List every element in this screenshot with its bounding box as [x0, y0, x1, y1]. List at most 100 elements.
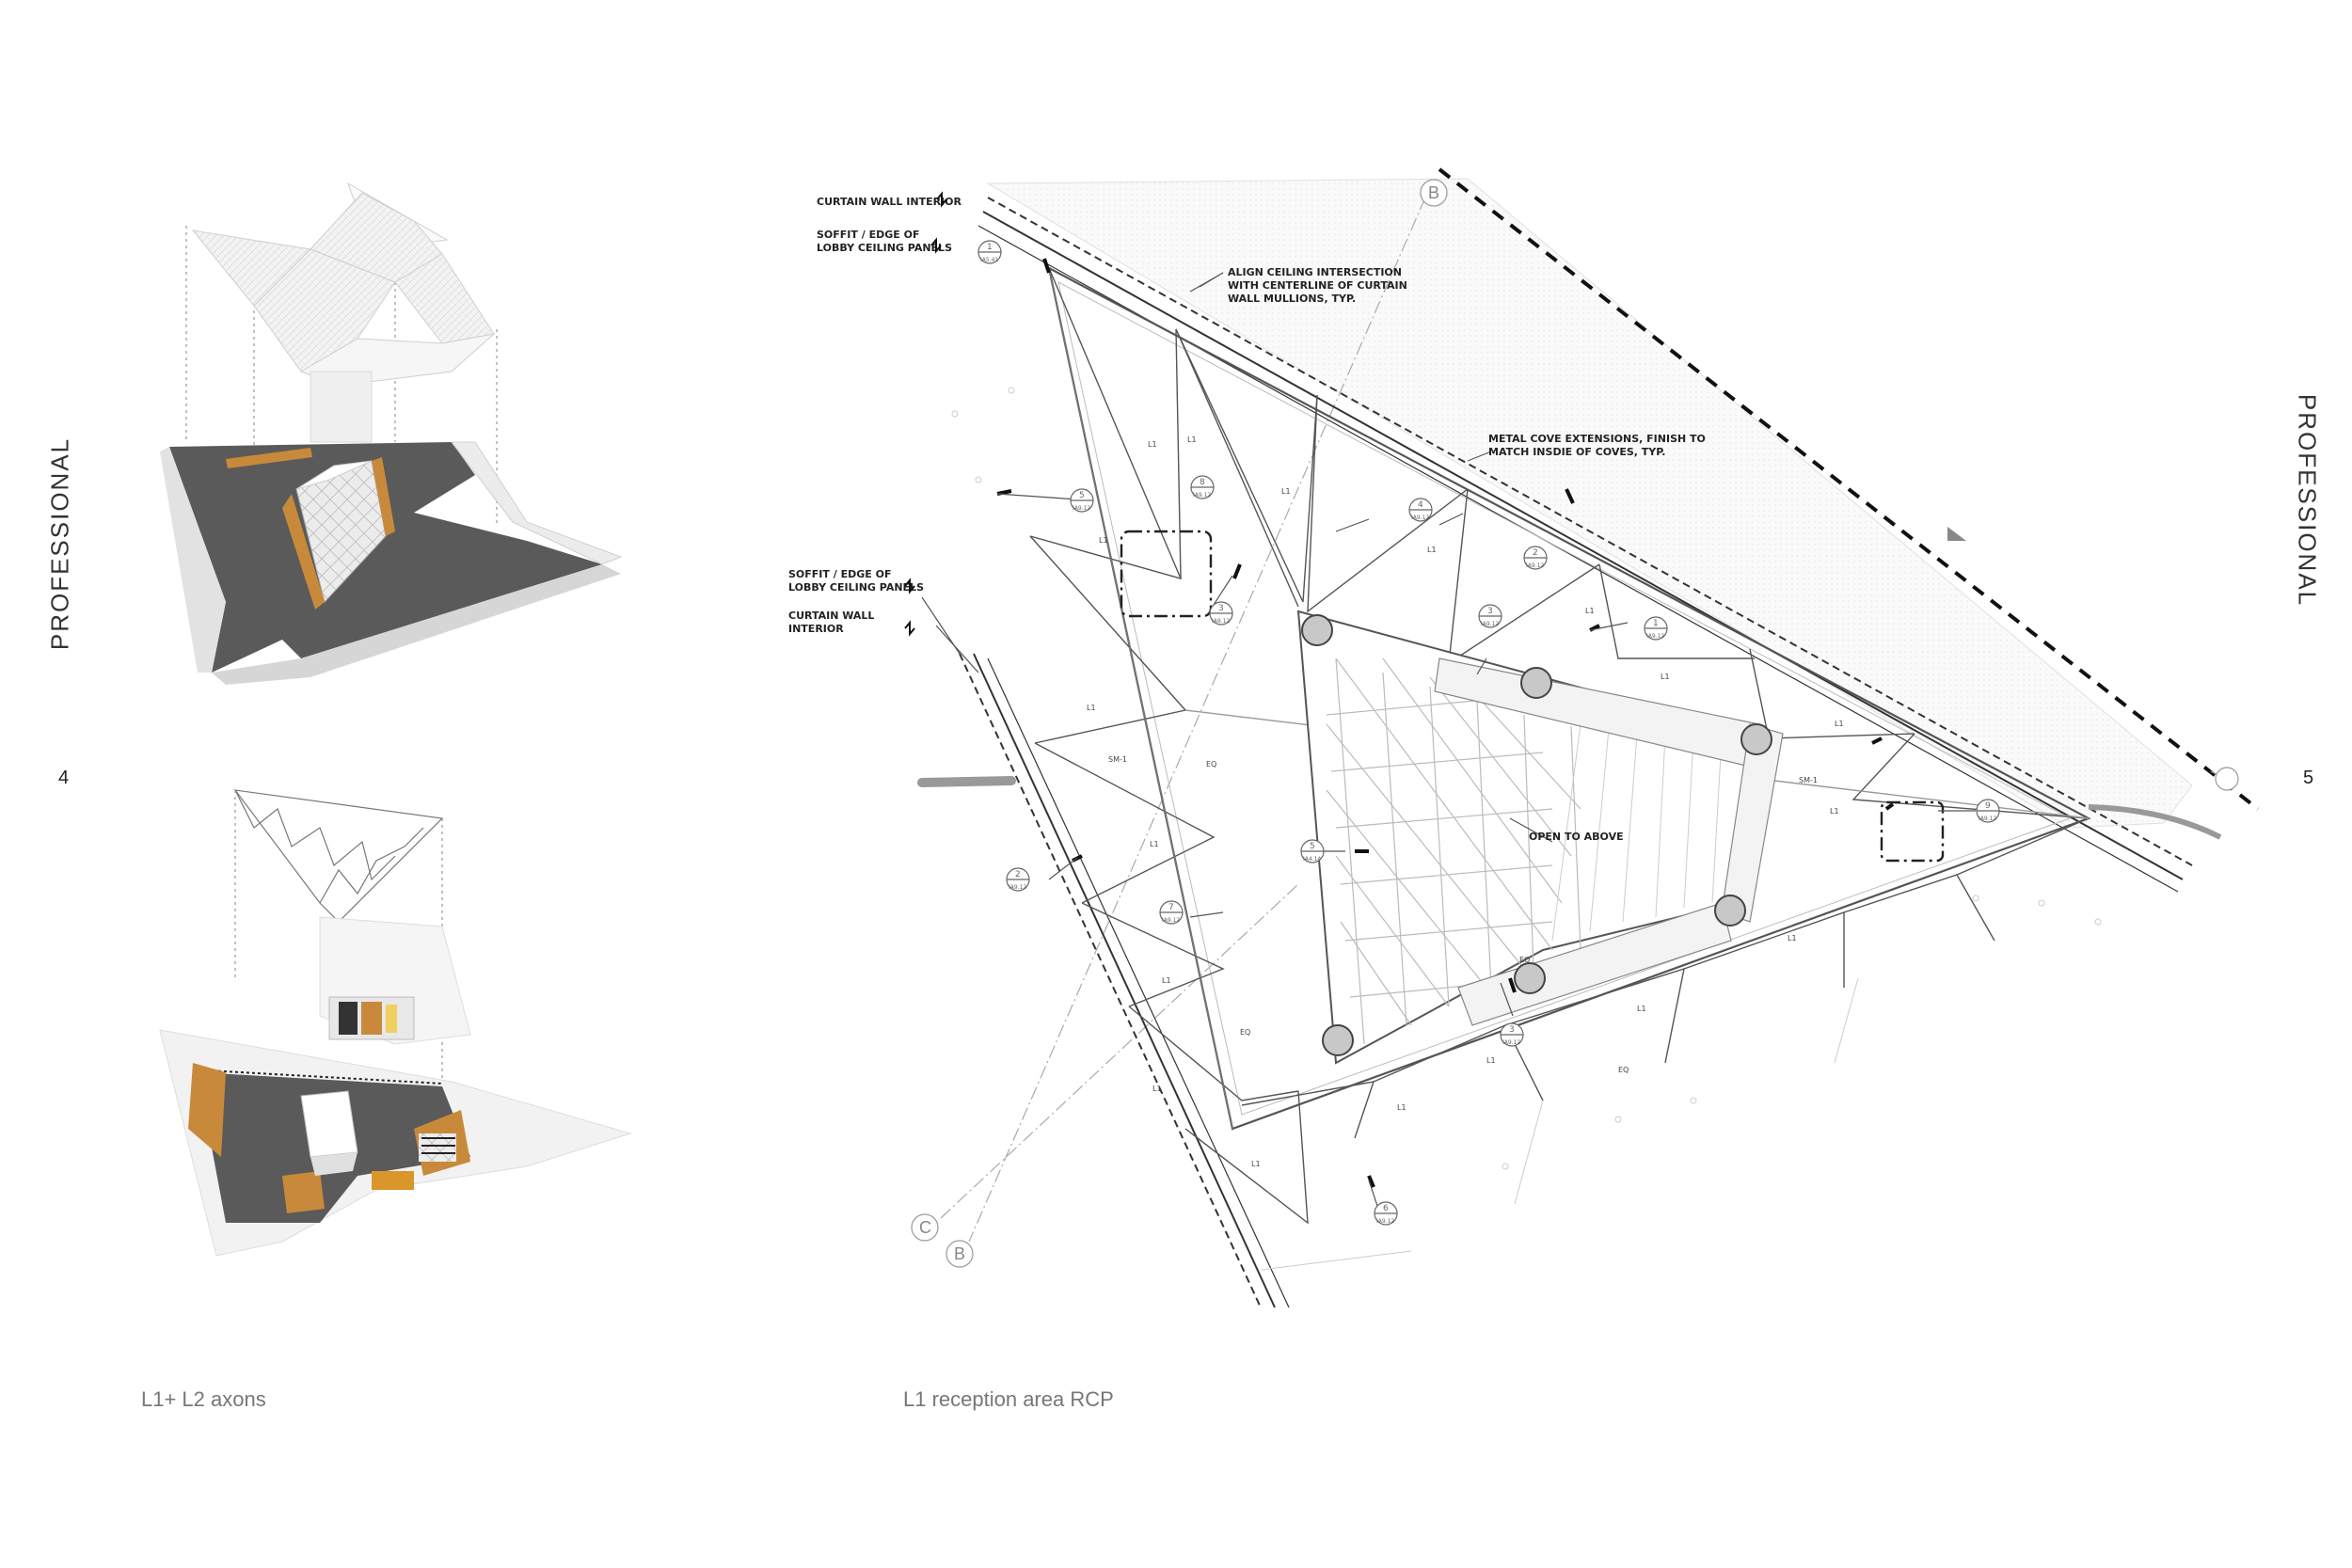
left-caption: L1+ L2 axons [141, 1387, 266, 1411]
grid-label-b-bottom: B [954, 1244, 965, 1263]
callout-12-num: 3 [1509, 1025, 1515, 1035]
callout-7 [1478, 604, 1502, 628]
callout-8-ref: IA9.12 [1646, 633, 1664, 640]
tag-l1-q: L1 [1637, 1005, 1646, 1013]
tag-sm1-a: SM-1 [1108, 755, 1127, 764]
note-soffit-top-2: LOBBY CEILING PANELS [817, 242, 952, 254]
callout-11-ref: IA9.12 [1162, 917, 1180, 924]
callout-7-num: 3 [1487, 607, 1493, 616]
right-caption: L1 reception area RCP [903, 1387, 1114, 1411]
left-page-number: 4 [58, 768, 70, 788]
tag-l1-o: L1 [1397, 1103, 1406, 1112]
note-soffit-left-1: SOFFIT / EDGE OF [788, 568, 891, 580]
callout-1 [977, 240, 1002, 264]
callout-9-ref: IA4.14 [1303, 856, 1321, 863]
callout-4-num: 3 [1218, 604, 1224, 613]
tag-l1-d: L1 [1281, 487, 1291, 496]
grid-label-b-top: B [1428, 183, 1439, 202]
dashed-limit-line [1438, 167, 2260, 811]
tag-sm1-b: SM-1 [1799, 776, 1818, 784]
tag-l1-p: L1 [1486, 1056, 1496, 1065]
callout-2 [1070, 488, 1094, 513]
callout-10-ref: IA9.12 [1009, 884, 1026, 891]
ledge-right [2088, 804, 2222, 840]
callout-6-ref: IA9.12 [1526, 562, 1544, 569]
callout-6-num: 2 [1533, 548, 1538, 558]
tag-l1-b: L1 [1187, 436, 1197, 444]
callout-4-ref: IA9.12 [1212, 618, 1230, 625]
exterior-marks [951, 387, 2102, 1271]
tag-l1-g: L1 [1661, 673, 1670, 681]
callout-14-ref: IA9.12 [1979, 816, 1996, 822]
callout-14 [1976, 799, 2000, 823]
tag-l1-c: L1 [1099, 536, 1108, 545]
callout-9-num: 5 [1310, 842, 1315, 851]
tag-l1-l: L1 [1162, 976, 1171, 985]
stair-treads [1551, 723, 1723, 942]
callout-7-ref: IA9.12 [1481, 621, 1499, 627]
tag-l1-r: L1 [1788, 934, 1797, 942]
callout-1-num: 1 [987, 243, 993, 252]
tag-eq-a: EQ [1206, 760, 1216, 768]
axon-bottom [159, 789, 632, 1257]
callout-13-ref: IA9.12 [1376, 1218, 1394, 1225]
callout-5-ref: IA9.12 [1411, 515, 1429, 521]
tag-l1-j: L1 [1087, 704, 1096, 712]
tag-l1-f: L1 [1585, 607, 1595, 615]
callout-5-num: 4 [1418, 500, 1423, 510]
callout-9 [1300, 839, 1325, 863]
callout-2-num: 5 [1079, 491, 1085, 500]
callout-14-num: 9 [1985, 801, 1991, 811]
callout-3 [1190, 475, 1215, 499]
note-open-to-above: OPEN TO ABOVE [1529, 831, 1624, 843]
right-page-number: 5 [2303, 768, 2314, 788]
break-symbols [904, 191, 947, 637]
grid-bubble-c-bottom: C [911, 1213, 939, 1242]
callout-6 [1523, 546, 1548, 570]
axon-top [160, 182, 623, 685]
note-align-1: ALIGN CEILING INTERSECTION [1228, 266, 1402, 278]
tag-l1-e: L1 [1427, 546, 1437, 554]
panel-tags: L1 L1 L1 L1 L1 L1 L1 L1 L1 L1 L1 L1 L1 L… [1087, 436, 1844, 1168]
tag-eq-c: EQ [1519, 956, 1530, 964]
note-curtain-left-1: CURTAIN WALL [788, 610, 874, 622]
note-soffit-left-2: LOBBY CEILING PANELS [788, 581, 924, 594]
callout-10-num: 2 [1015, 870, 1021, 879]
curtain-wall-left [959, 653, 1290, 1308]
grid-bubble-b-bottom: B [946, 1240, 974, 1268]
note-soffit-top-1: SOFFIT / EDGE OF [817, 229, 919, 241]
callout-bubbles [977, 240, 2000, 1226]
tag-l1-k: L1 [1150, 840, 1159, 848]
note-curtain-left-2: INTERIOR [788, 623, 844, 635]
note-curtain-wall-top: CURTAIN WALL INTERIOR [817, 196, 962, 208]
callout-11 [1159, 900, 1184, 925]
north-arrow-icon [1947, 527, 1966, 541]
callout-2-ref: IA9.12 [1073, 505, 1090, 512]
callout-8-num: 1 [1653, 619, 1659, 628]
callout-5 [1408, 498, 1433, 522]
tag-eq-d: EQ [1618, 1066, 1629, 1074]
tag-l1-n: L1 [1251, 1160, 1261, 1168]
note-cove-2: MATCH INSDIE OF COVES, TYP. [1488, 446, 1665, 458]
callout-3-num: 8 [1200, 478, 1205, 487]
callout-1-ref: IA5.41 [980, 257, 998, 263]
detail-boxes [1120, 530, 1945, 863]
roof-band [986, 178, 2193, 829]
grid-bubble-b-top: B [1420, 179, 1448, 207]
tag-l1-i: L1 [1830, 807, 1839, 816]
ledge-left [917, 776, 1016, 787]
note-align-2: WITH CENTERLINE OF CURTAIN [1228, 279, 1407, 292]
beam-bands [1434, 657, 1784, 1026]
callout-13 [1374, 1201, 1398, 1226]
callout-texts: 1 IA5.41 5 IA9.12 8 IA9.12 3 IA9.12 4 IA… [980, 243, 1996, 1225]
tag-l1-m: L1 [1152, 1085, 1162, 1093]
callout-12-ref: IA9.12 [1502, 1039, 1520, 1046]
tag-l1-h: L1 [1835, 720, 1844, 728]
tag-eq-b: EQ [1240, 1028, 1250, 1037]
callout-12 [1500, 1022, 1524, 1047]
callout-13-num: 6 [1383, 1204, 1389, 1213]
note-cove-1: METAL COVE EXTENSIONS, FINISH TO [1488, 433, 1706, 445]
